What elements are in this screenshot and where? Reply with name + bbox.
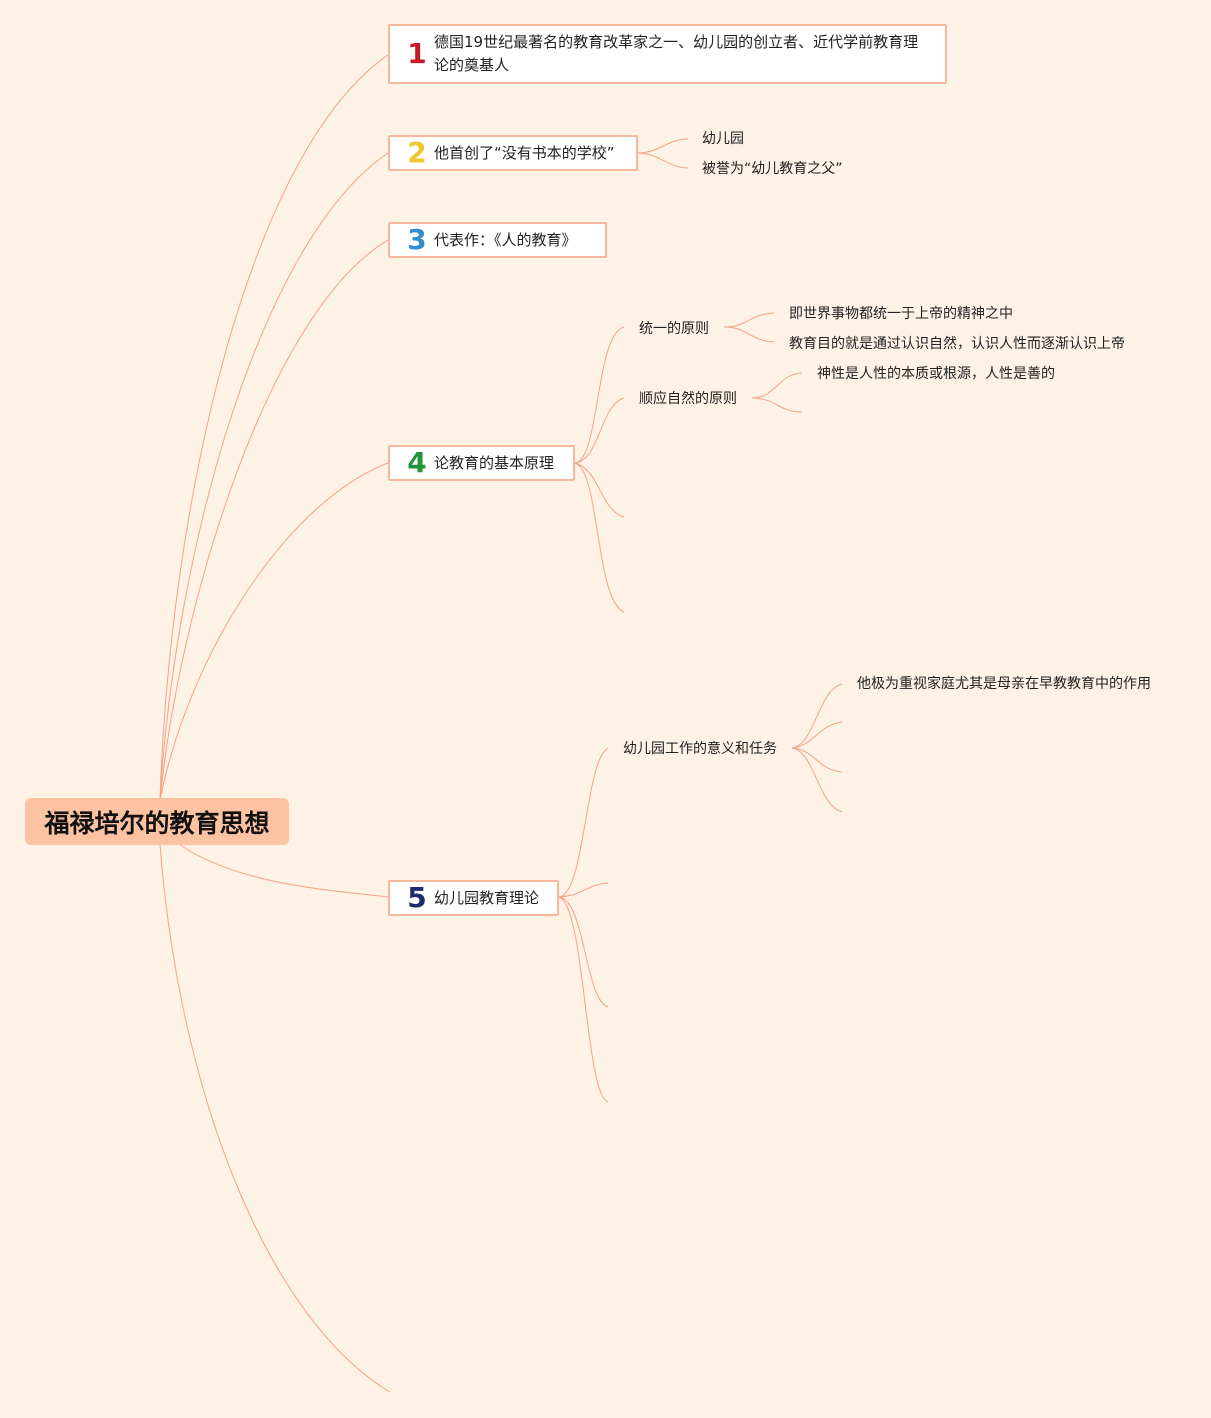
connector-t5-c4	[558, 896, 609, 1103]
connector-root-topic3	[159, 239, 389, 801]
topic-1-label: 德国19世纪最著名的教育改革家之一、幼儿园的创立者、近代学前教育理论的奠基人	[434, 33, 919, 74]
connector-root-topic4	[159, 462, 389, 801]
topic-4-child-2[interactable]: 顺应自然的原则	[639, 391, 737, 407]
connector-t2-c1	[636, 138, 689, 154]
connector-t5-c1	[558, 747, 609, 898]
connector-t4-c2-g2	[751, 397, 803, 413]
topic-2-label: 他首创了“没有书本的学校”	[434, 143, 615, 162]
topic-5-child-1[interactable]: 幼儿园工作的意义和任务	[623, 741, 777, 757]
topic-4-child-1[interactable]: 统一的原则	[639, 321, 709, 337]
topic-3-label: 代表作：《人的教育》	[434, 230, 577, 249]
topic-1[interactable]: 1 德国19世纪最著名的教育改革家之一、幼儿园的创立者、近代学前教育理论的奠基人	[388, 24, 947, 84]
connector-t4-c3	[574, 462, 625, 518]
topic-4-child-1-sub-2[interactable]: 教育目的就是通过认识自然，认识人性而逐渐认识上帝	[789, 336, 1125, 352]
connector-t4-c1-g2	[723, 326, 775, 343]
connector-t5-c1-g1	[791, 683, 843, 749]
connector-t5-c1-g3	[791, 747, 843, 773]
topic-4[interactable]: 4 论教育的基本原理	[388, 445, 575, 481]
topic-5-child-1-sub-1[interactable]: 他极为重视家庭尤其是母亲在早教教育中的作用	[857, 676, 1151, 692]
connector-root-topic6	[159, 844, 391, 1393]
topic-3[interactable]: 3 代表作：《人的教育》	[388, 222, 607, 258]
topic-2[interactable]: 2 他首创了“没有书本的学校”	[388, 135, 638, 171]
topic-4-label: 论教育的基本原理	[434, 453, 555, 472]
topic-4-child-1-sub-1[interactable]: 即世界事物都统一于上帝的精神之中	[789, 306, 1013, 322]
connector-t4-c2-g1	[751, 372, 803, 399]
connector-root-topic5	[179, 844, 389, 898]
topic-5-label: 幼儿园教育理论	[434, 888, 540, 907]
connector-t5-c1-g2	[791, 721, 843, 749]
connector-t4-c4	[574, 462, 625, 613]
topic-2-child-1[interactable]: 幼儿园	[702, 131, 744, 147]
connector-t2-c2	[636, 152, 689, 169]
connector-t5-c3	[558, 896, 609, 1008]
connector-root-topic2	[159, 152, 389, 801]
connector-root-topic1	[159, 54, 389, 801]
number-three-icon: 3	[407, 223, 427, 256]
connector-t4-c1-g1	[723, 312, 775, 328]
connector-t5-c2	[558, 882, 609, 898]
root-topic[interactable]: 福禄培尔的教育思想	[25, 798, 289, 845]
connector-t4-c2	[574, 397, 625, 464]
number-two-icon: 2	[407, 136, 427, 169]
topic-5[interactable]: 5 幼儿园教育理论	[388, 880, 559, 916]
topic-2-child-2[interactable]: 被誉为“幼儿教育之父”	[702, 161, 843, 177]
connector-t4-c1	[574, 326, 625, 464]
connector-t5-c1-g4	[791, 747, 843, 813]
number-one-icon: 1	[407, 37, 427, 70]
number-four-icon: 4	[407, 446, 427, 479]
number-five-icon: 5	[407, 881, 427, 914]
topic-4-child-2-sub-1[interactable]: 神性是人性的本质或根源，人性是善的	[817, 366, 1055, 382]
